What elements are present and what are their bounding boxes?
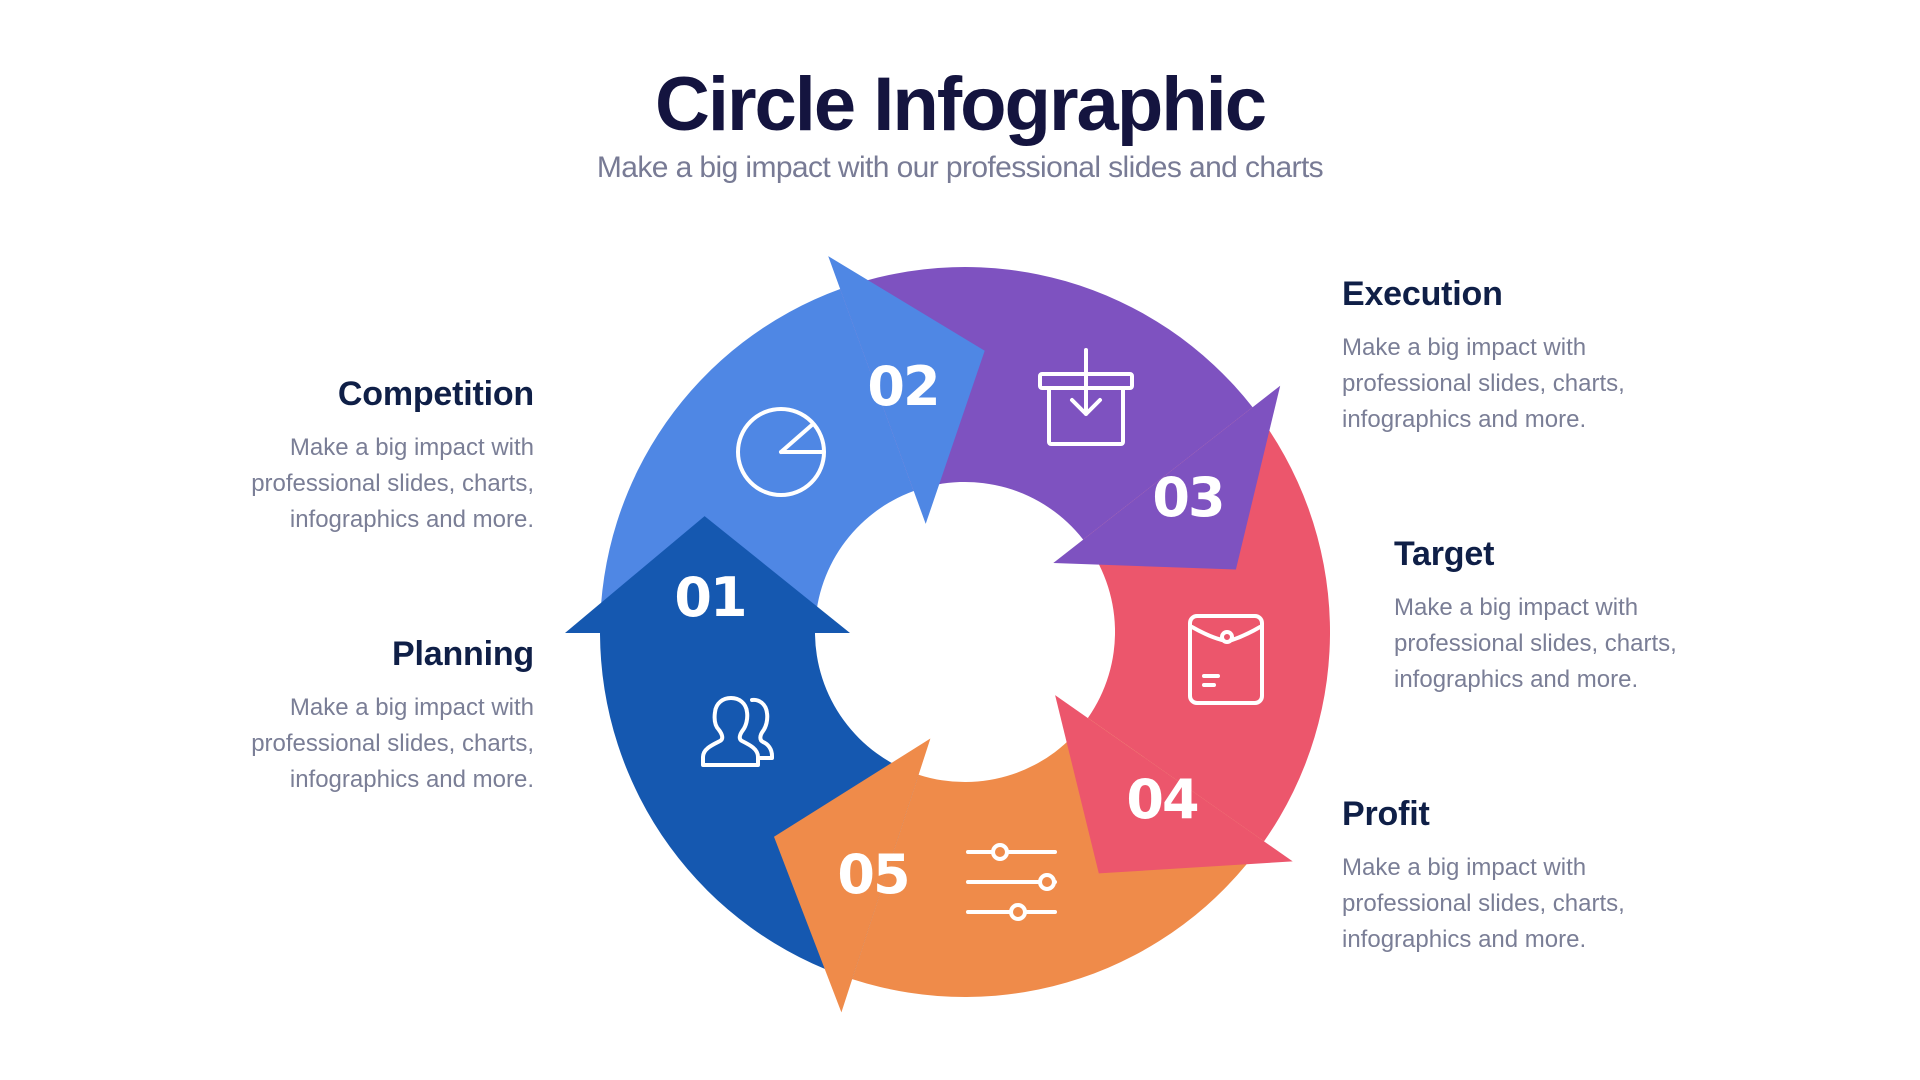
step-title-execution: Execution (1342, 275, 1503, 313)
step-number-02: 02 (867, 355, 938, 418)
step-title-competition: Competition (337, 375, 534, 413)
step-number-05: 05 (837, 843, 908, 906)
step-block-planning: Planning Make a big impact with professi… (174, 634, 534, 798)
people-icon (701, 696, 774, 767)
step-block-competition: Competition Make a big impact with profe… (174, 374, 534, 538)
step-description-target: Make a big impact with professional slid… (1394, 594, 1677, 693)
step-description-profit: Make a big impact with professional slid… (1342, 854, 1625, 953)
step-block-target: Target Make a big impact with profession… (1394, 534, 1754, 698)
segment-02-arrowhead (828, 256, 985, 524)
envelope-icon (1188, 614, 1264, 705)
segment-05-arrowhead (774, 738, 931, 1013)
step-title-profit: Profit (1342, 795, 1430, 833)
step-number-01: 01 (674, 566, 745, 629)
segment-03-arrowhead (1053, 385, 1281, 570)
page-title: Circle Infographic (654, 62, 1267, 147)
step-description-planning: Make a big impact with professional slid… (251, 694, 534, 793)
step-description-execution: Make a big impact with professional slid… (1342, 334, 1625, 433)
box-download-icon (1038, 348, 1134, 446)
segment-04-arrowhead (1055, 695, 1293, 874)
sliders-icon (966, 843, 1057, 921)
step-title-planning: Planning (392, 635, 534, 673)
page-subtitle: Make a big impact with our professional … (596, 151, 1324, 184)
step-number-03: 03 (1152, 466, 1223, 529)
step-number-04: 04 (1126, 768, 1198, 831)
step-block-profit: Profit Make a big impact with profession… (1342, 794, 1702, 958)
step-block-execution: Execution Make a big impact with profess… (1342, 274, 1702, 438)
step-title-target: Target (1394, 535, 1495, 573)
segment-01-arrowhead (565, 516, 850, 633)
step-description-competition: Make a big impact with professional slid… (251, 434, 534, 533)
pie-chart-icon (736, 407, 826, 497)
